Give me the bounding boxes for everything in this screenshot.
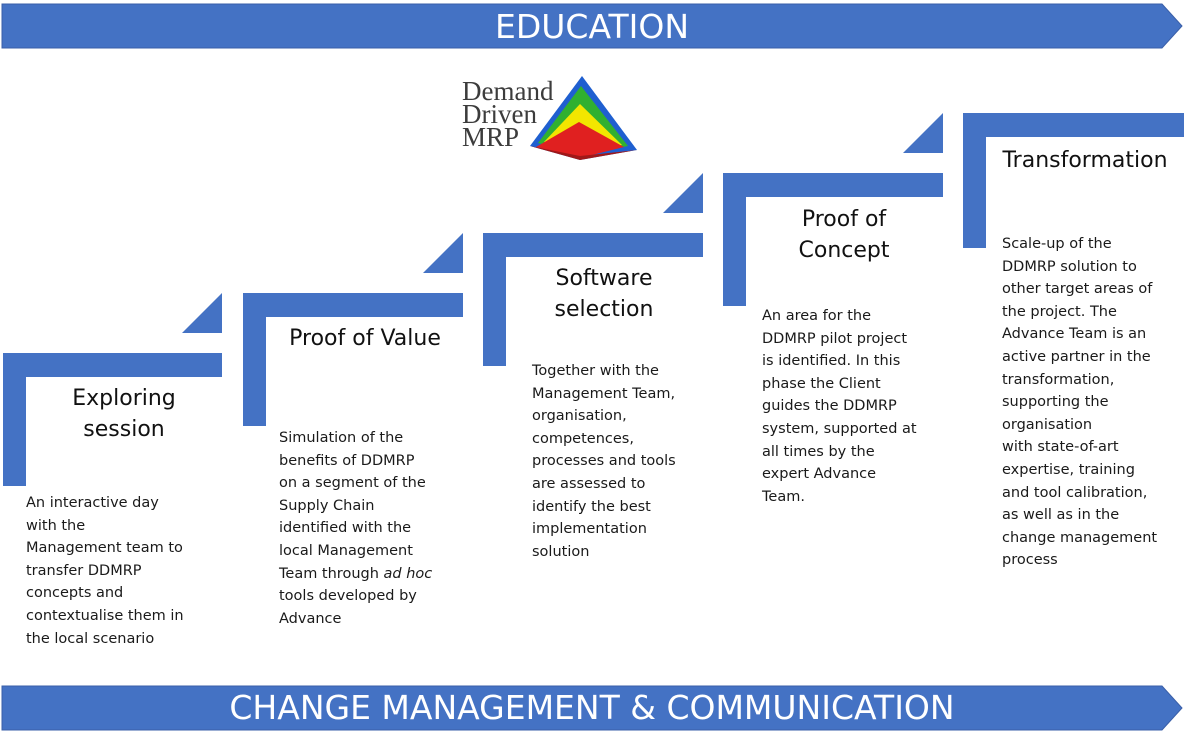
step-title-software-selection: Software selection [554,266,654,322]
logo-line: Driven [462,99,537,129]
step-arrow-1 [182,293,222,333]
step-bracket-exploring [3,353,222,486]
education-banner [1,3,1183,49]
step-description-exploring-session: An interactive day with the Management t… [26,495,184,647]
step-bracket-software-selection [483,233,703,366]
step-arrow-2 [423,233,463,273]
logo-line: Demand [462,76,554,106]
step-bracket-transformation [963,113,1184,248]
ddmrp-pyramid-logo [530,76,637,160]
step-description-proof-of-value: Simulation of the benefits of DDMRP on a… [279,430,433,627]
step-description-proof-of-concept: An area for the DDMRP pilot project is i… [762,308,917,505]
step-description-transformation: Scale-up of the DDMRP solution to other … [1002,236,1158,569]
step-title-proof-of-concept: Proof of Concept [798,207,890,263]
step-title-transformation: Transformation [1002,148,1168,173]
education-banner-label: EDUCATION [494,7,690,46]
step-arrow-3 [663,173,703,213]
change-management-banner [1,685,1183,731]
ddmrp-logo-text: Demand Driven MRP [462,76,582,152]
change-management-banner-label: CHANGE MANAGEMENT & COMMUNICATION [229,688,955,727]
step-arrow-4 [903,113,943,153]
step-description-software-selection: Together with the Management Team, organ… [532,363,676,560]
step-bracket-proof-of-value [243,293,463,426]
step-title-proof-of-value: Proof of Value [289,326,441,351]
step-bracket-proof-of-concept [723,173,943,306]
logo-line: MRP [462,122,520,152]
step-title-exploring-session: Exploring session [72,386,176,442]
